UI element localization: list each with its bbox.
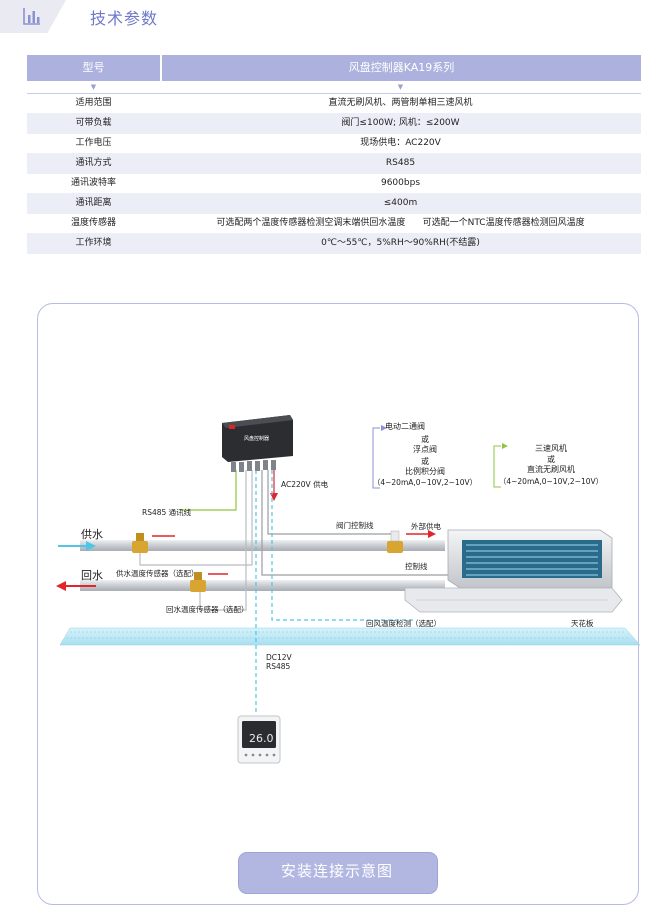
header-value: 风盘控制器KA19系列 bbox=[348, 61, 455, 74]
valve-option-or-2: 或 bbox=[421, 456, 429, 466]
control-line-label: 控制线 bbox=[405, 561, 428, 571]
return-temp-sensor-label: 回水温度传感器（选配） bbox=[166, 604, 249, 614]
fan-option-range: （4~20mA,0~10V,2~10V） bbox=[499, 477, 603, 486]
table-row: 通讯方式 RS485 bbox=[27, 154, 641, 174]
rs485-line-label: RS485 通讯线 bbox=[142, 507, 192, 517]
fan-option-2: 直流无刷风机 bbox=[527, 464, 575, 474]
thermostat-panel: 26.0 bbox=[237, 715, 281, 764]
supply-valve bbox=[132, 533, 175, 553]
spec-table: 型号 风盘控制器KA19系列 ▼ ▼ 适用范围 直流无刷风机、两管制单相三速风机… bbox=[27, 55, 641, 254]
fan-option-or: 或 bbox=[547, 454, 555, 464]
supply-arrow bbox=[58, 541, 96, 551]
fan-coil-unit bbox=[404, 529, 623, 613]
supply-water-label: 供水 bbox=[81, 527, 103, 541]
valve-option-2: 浮点阀 bbox=[413, 444, 437, 454]
fan-options-bracket bbox=[493, 443, 508, 488]
table-row: 通讯波特率 9600bps bbox=[27, 174, 641, 194]
control-valve bbox=[387, 530, 436, 553]
thermostat-display: 26.0 bbox=[249, 732, 274, 745]
table-row: 工作环境 0℃～55℃，5%RH～90%RH(不结露) bbox=[27, 234, 641, 254]
ceiling-label: 天花板 bbox=[571, 618, 594, 628]
header-label: 型号 bbox=[27, 55, 162, 81]
ceiling-band bbox=[59, 627, 641, 646]
table-row: 适用范围 直流无刷风机、两管制单相三速风机 bbox=[27, 94, 641, 114]
header-arrows: ▼ ▼ bbox=[27, 81, 641, 94]
table-header: 型号 风盘控制器KA19系列 bbox=[27, 55, 641, 81]
ac-power-label: AC220V 供电 bbox=[281, 479, 329, 489]
return-water-label: 回水 bbox=[81, 569, 103, 582]
controller-box: 风盘控制器 bbox=[222, 415, 293, 472]
rs485-label: RS485 bbox=[266, 662, 291, 671]
dc12v-label: DC12V bbox=[266, 653, 293, 662]
table-row: 通讯距离 ≤400m bbox=[27, 194, 641, 214]
diagram-caption: 安装连接示意图 bbox=[280, 862, 393, 880]
return-arrow bbox=[56, 581, 96, 591]
valve-options-bracket bbox=[372, 425, 387, 489]
supply-temp-sensor-label: 供水温度传感器（选配） bbox=[116, 568, 199, 578]
return-pipe bbox=[80, 580, 445, 591]
table-row: 可带负载 阀门≤100W; 风机：≤200W bbox=[27, 114, 641, 134]
chevron-down-icon: ▼ bbox=[90, 83, 97, 91]
valve-option-or-1: 或 bbox=[421, 434, 429, 444]
chevron-down-icon: ▼ bbox=[397, 83, 404, 91]
valve-option-1: 电动二通阀 bbox=[385, 421, 425, 431]
valve-option-range: （4~20mA,0~10V,2~10V） bbox=[373, 478, 477, 487]
fan-option-1: 三速风机 bbox=[535, 443, 567, 453]
chart-icon bbox=[23, 8, 40, 25]
valve-option-3: 比例积分阀 bbox=[405, 466, 445, 476]
return-valve bbox=[190, 572, 228, 592]
caption-pill bbox=[238, 852, 438, 894]
return-air-detect-label: 回风温度检测（选配） bbox=[366, 618, 441, 628]
controller-label: 风盘控制器 bbox=[244, 435, 269, 442]
table-row: 温度传感器 可选配两个温度传感器检测空调末端供回水温度 可选配一个NTC温度传感… bbox=[27, 214, 641, 234]
section-title: 技术参数 bbox=[90, 9, 159, 28]
valve-control-line-label: 阀门控制线 bbox=[336, 520, 374, 530]
external-power-label: 外部供电 bbox=[411, 521, 441, 531]
table-row: 工作电压 现场供电：AC220V bbox=[27, 134, 641, 154]
